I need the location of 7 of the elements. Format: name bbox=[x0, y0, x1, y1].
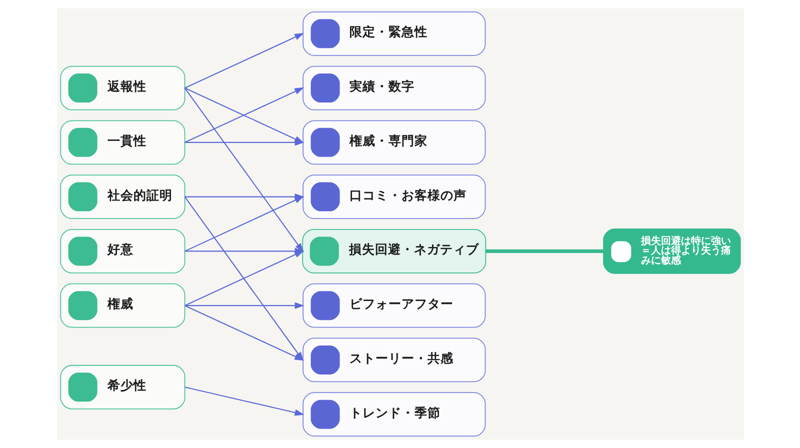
arrow bbox=[184, 139, 304, 146]
connector bbox=[485, 249, 604, 253]
arrow bbox=[184, 250, 304, 306]
arrow bbox=[184, 196, 304, 252]
arrow bbox=[184, 386, 304, 416]
arrow bbox=[184, 302, 304, 309]
arrow bbox=[184, 32, 304, 89]
